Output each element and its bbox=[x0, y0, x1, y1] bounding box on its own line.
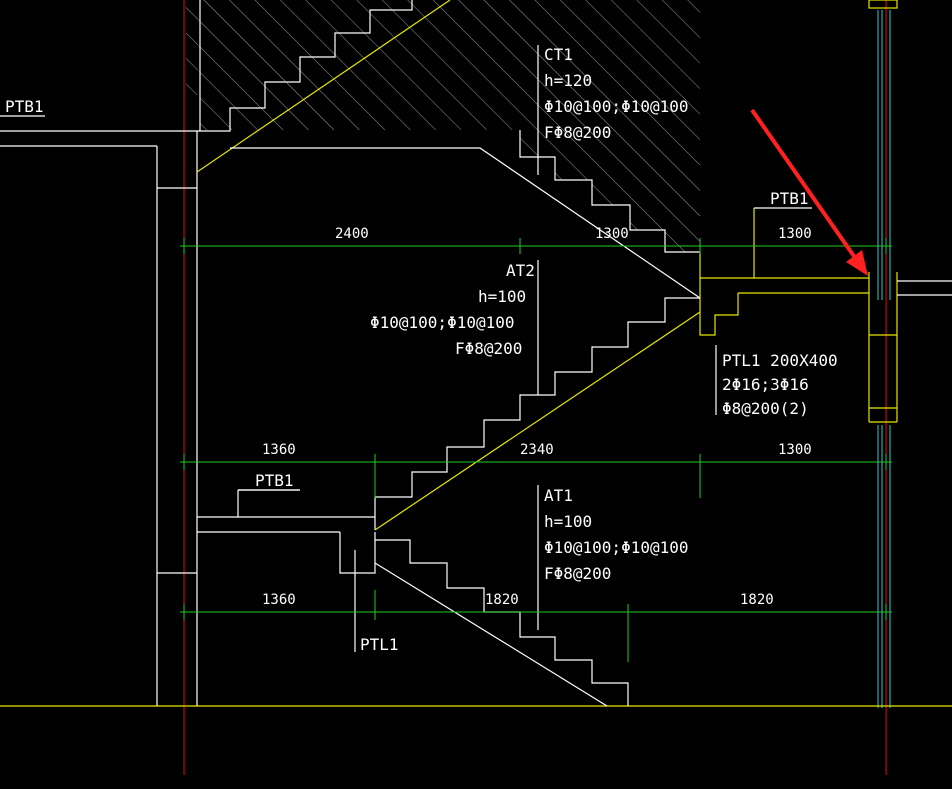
dimension-row-top bbox=[180, 238, 892, 254]
svg-text:h=100: h=100 bbox=[478, 287, 526, 306]
svg-text:h=120: h=120 bbox=[544, 71, 592, 90]
right-wall-beam bbox=[868, 0, 952, 423]
svg-text:Φ10@100;Φ10@100: Φ10@100;Φ10@100 bbox=[544, 538, 689, 557]
label-ptb1-left: PTB1 bbox=[5, 97, 44, 116]
svg-text:Φ10@100;Φ10@100: Φ10@100;Φ10@100 bbox=[544, 97, 689, 116]
svg-text:FΦ8@200: FΦ8@200 bbox=[544, 564, 611, 583]
dim-mid-3: 1300 bbox=[778, 442, 812, 458]
svg-text:h=100: h=100 bbox=[544, 512, 592, 531]
label-ct1: CT1 h=120 Φ10@100;Φ10@100 FΦ8@200 bbox=[544, 45, 689, 142]
flight-at2 bbox=[374, 297, 701, 531]
label-ptb1-right: PTB1 bbox=[770, 189, 809, 208]
left-walls bbox=[0, 0, 201, 706]
dim-top-2: 1300 bbox=[595, 226, 629, 242]
dim-top-3: 1300 bbox=[778, 226, 812, 242]
label-at2: AT2 h=100 Φ10@100;Φ10@100 FΦ8@200 bbox=[370, 261, 535, 358]
label-at1: AT1 h=100 Φ10@100;Φ10@100 FΦ8@200 bbox=[544, 486, 689, 583]
flight-ct1 bbox=[196, 0, 701, 299]
red-arrow-annotation bbox=[750, 108, 868, 276]
svg-text:FΦ8@200: FΦ8@200 bbox=[455, 339, 522, 358]
svg-text:AT1: AT1 bbox=[544, 486, 573, 505]
svg-text:Φ8@200(2): Φ8@200(2) bbox=[722, 399, 809, 418]
dim-bot-3: 1820 bbox=[740, 592, 774, 608]
dim-top-1: 2400 bbox=[335, 226, 369, 242]
glazing-lines bbox=[877, 10, 891, 708]
dim-bot-2: 1820 bbox=[485, 592, 519, 608]
upper-landing bbox=[699, 208, 869, 336]
svg-text:FΦ8@200: FΦ8@200 bbox=[544, 123, 611, 142]
dimension-row-bottom bbox=[180, 590, 892, 662]
label-ptl1-beam: PTL1 200X400 2Φ16;3Φ16 Φ8@200(2) bbox=[722, 351, 838, 418]
label-ptb1-lower: PTB1 bbox=[255, 471, 294, 490]
svg-text:2Φ16;3Φ16: 2Φ16;3Φ16 bbox=[722, 375, 809, 394]
leader-lines bbox=[0, 45, 812, 652]
svg-text:Φ10@100;Φ10@100: Φ10@100;Φ10@100 bbox=[370, 313, 515, 332]
dim-mid-2: 2340 bbox=[520, 442, 554, 458]
svg-text:PTL1 200X400: PTL1 200X400 bbox=[722, 351, 838, 370]
svg-text:CT1: CT1 bbox=[544, 45, 573, 64]
lower-landing bbox=[197, 489, 376, 574]
dimension-row-middle bbox=[180, 454, 892, 498]
label-ptl1-lower: PTL1 bbox=[360, 635, 399, 654]
svg-text:AT2: AT2 bbox=[506, 261, 535, 280]
dim-bot-1: 1360 bbox=[262, 592, 296, 608]
dim-mid-1: 1360 bbox=[262, 442, 296, 458]
hatched-left-strip bbox=[186, 0, 198, 95]
hatched-cut-region bbox=[198, 0, 700, 252]
